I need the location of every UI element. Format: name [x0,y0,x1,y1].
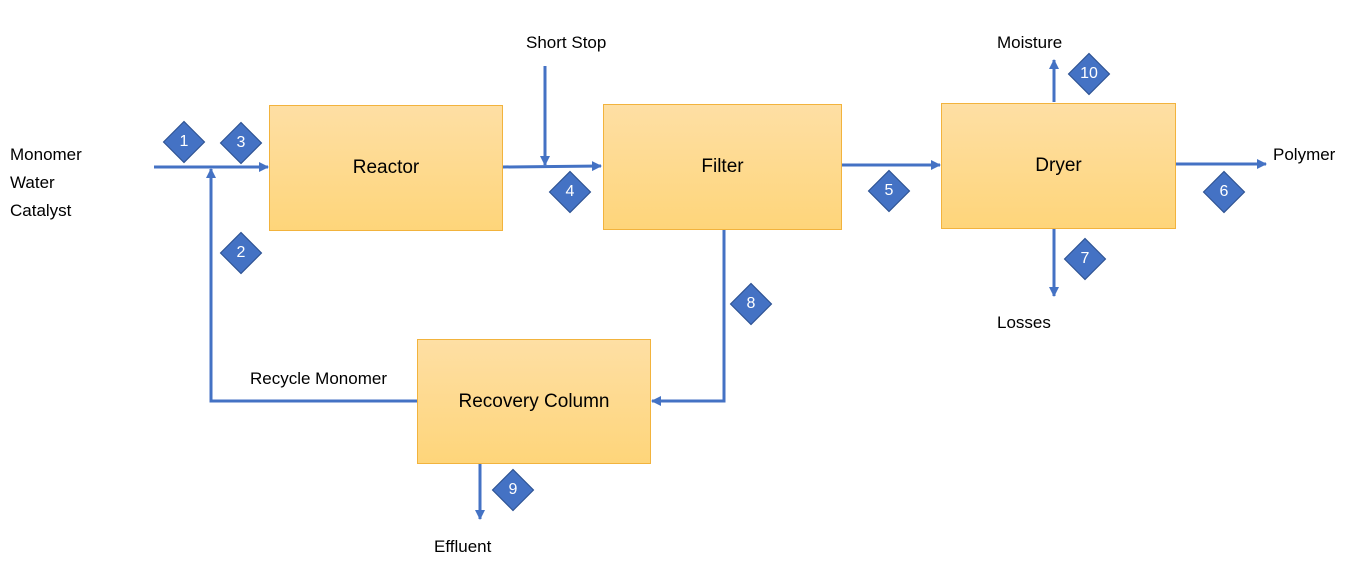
reactor-to-filter-arrow [501,161,602,172]
stream-7-marker: 7 [1063,237,1107,281]
effluent-label: Effluent [434,537,492,556]
losses-label: Losses [997,313,1051,332]
stream-8-number: 8 [746,295,756,312]
reactor-label: Reactor [352,157,420,178]
stream-4-marker: 4 [548,170,592,214]
recycle-monomer-label: Recycle Monomer [250,369,387,388]
reactor-box: Reactor [269,105,503,231]
stream-10-marker: 10 [1067,52,1111,96]
filter-label: Filter [701,156,744,177]
stream-6-marker: 6 [1202,170,1246,214]
feed-monomer-label: Monomer [10,145,82,164]
stream-2-number: 2 [236,244,246,261]
stream-5-number: 5 [884,182,894,199]
feed-catalyst-label: Catalyst [10,201,72,220]
stream-1-number: 1 [179,133,189,150]
stream-8-marker: 8 [729,282,773,326]
stream-2-marker: 2 [219,231,263,275]
short-stop-label: Short Stop [526,33,607,52]
stream-3-marker: 3 [219,121,263,165]
filter-to-recovery-arrow [651,230,726,406]
moisture-label: Moisture [997,33,1063,52]
stream-9-number: 9 [508,481,518,498]
recovery-column-box: Recovery Column [417,339,651,464]
stream-4-number: 4 [565,183,575,200]
polymer-label: Polymer [1273,145,1336,164]
stream-5-marker: 5 [867,169,911,213]
filter-box: Filter [603,104,842,230]
dryer-label: Dryer [1035,155,1082,176]
dryer-box: Dryer [941,103,1176,229]
stream-3-number: 3 [236,134,246,151]
stream-9-marker: 9 [491,468,535,512]
stream-7-number: 7 [1080,250,1090,267]
feed-water-label: Water [10,173,55,192]
recovery-column-label: Recovery Column [458,390,610,412]
recycle-arrow [206,168,417,403]
stream-6-number: 6 [1219,183,1229,200]
stream-1-marker: 1 [162,120,206,164]
stream-10-number: 10 [1080,65,1098,82]
